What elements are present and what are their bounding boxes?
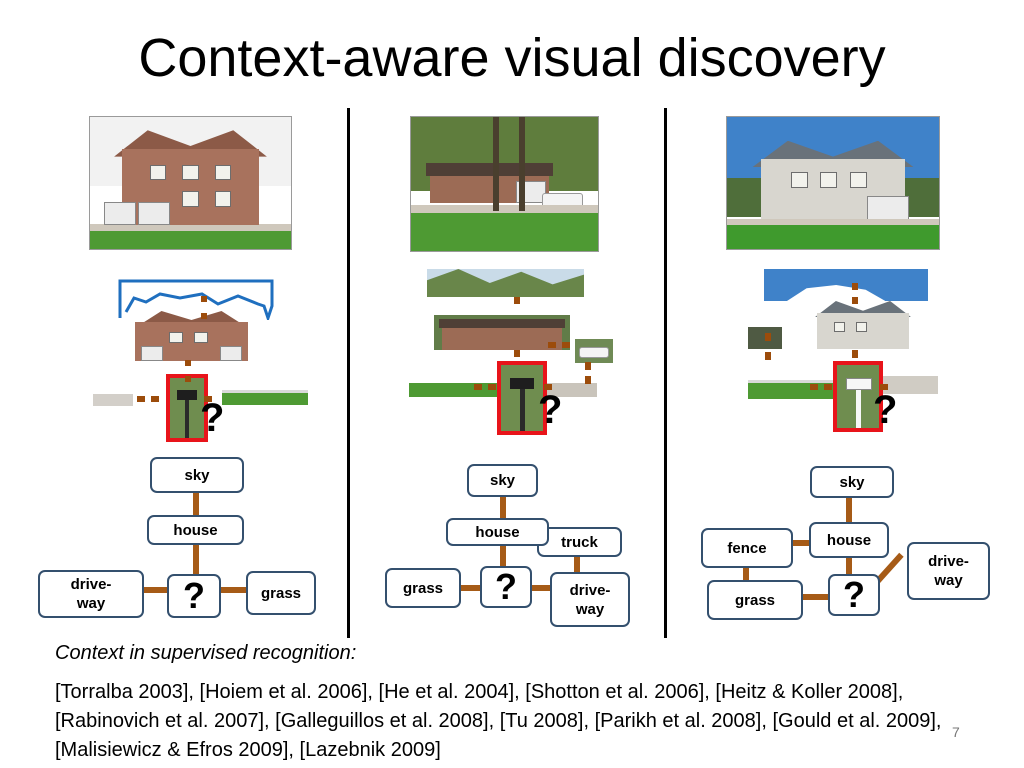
reference-list: [Torralba 2003], [Hoiem et al. 2006], [H… [55, 681, 942, 761]
driveway-region-patch [93, 394, 133, 406]
graph-node-house: house [446, 518, 549, 546]
house-region-patch [121, 311, 262, 361]
graph-node-grass: grass [707, 580, 803, 620]
house-region-patch [434, 315, 570, 350]
graph-node-sky: sky [810, 466, 894, 498]
driveway-region-patch [877, 376, 938, 394]
sky-region-patch [764, 269, 928, 301]
graph-node-unknown: ? [480, 566, 532, 608]
graph-node-grass: grass [385, 568, 461, 608]
sky-region-patch [427, 269, 584, 297]
grass-region-patch [222, 390, 308, 405]
context-heading: Context in supervised recognition: [55, 642, 357, 664]
query-region-box-3 [833, 361, 883, 432]
sky-region-outline [118, 279, 274, 320]
house-photo-1 [89, 116, 292, 250]
graph-node-sky: sky [467, 464, 538, 497]
graph-node-unknown: ? [828, 574, 880, 616]
driveway-region-patch [540, 383, 597, 397]
unknown-marker-2: ? [538, 388, 563, 432]
query-region-box-2 [497, 361, 547, 435]
grass-region-patch [409, 383, 497, 397]
graph-node-unknown: ? [167, 574, 221, 618]
graph-node-house: house [809, 522, 889, 558]
graph-node-grass: grass [246, 571, 316, 615]
graph-node-house: house [147, 515, 244, 545]
grass-region-patch [748, 380, 833, 399]
house-photo-3 [726, 116, 940, 250]
graph-node-driveway: drive- way [550, 572, 630, 627]
slide-title: Context-aware visual discovery [138, 28, 886, 88]
unknown-marker-1: ? [200, 396, 225, 440]
graph-node-truck: truck [537, 527, 622, 557]
column-divider-right [664, 108, 667, 638]
graph-node-driveway: drive- way [38, 570, 144, 618]
column-divider-left [347, 108, 350, 638]
house-photo-2 [410, 116, 599, 252]
truck-region-patch [575, 339, 613, 363]
graph-node-sky: sky [150, 457, 244, 493]
unknown-marker-3: ? [873, 388, 898, 432]
graph-node-driveway: drive- way [907, 542, 990, 600]
graph-node-fence: fence [701, 528, 793, 568]
house-region-patch [808, 301, 918, 349]
page-number: 7 [952, 724, 960, 740]
